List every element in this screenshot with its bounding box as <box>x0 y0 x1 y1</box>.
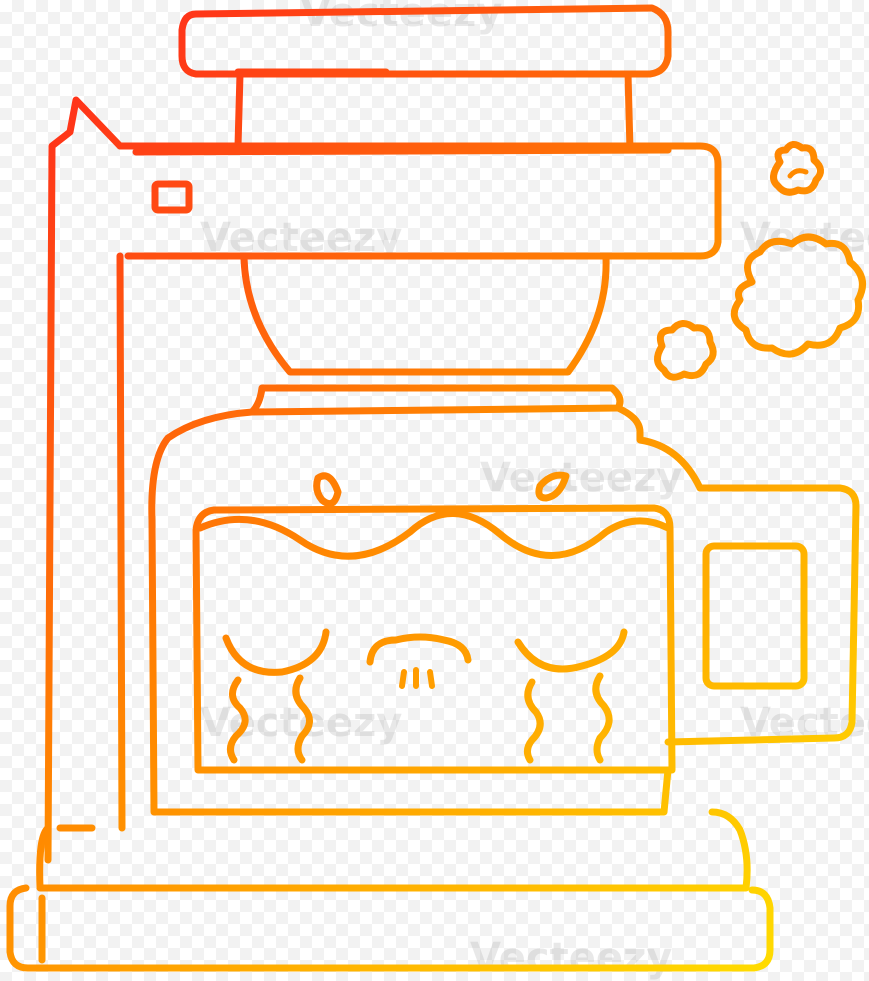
machine-column <box>44 96 124 864</box>
mouth-icon <box>366 633 472 666</box>
tear-icon <box>592 672 613 764</box>
head-seam <box>132 146 672 156</box>
lid-neck <box>234 70 634 154</box>
steam-puff-large <box>730 233 866 358</box>
steam-puff-medium <box>654 320 717 381</box>
tear-icon <box>292 674 313 764</box>
filter-basket <box>240 254 610 376</box>
carafe-handle <box>664 484 860 746</box>
tear-icon <box>227 676 249 764</box>
left-eye-icon <box>222 628 330 676</box>
machine-head <box>116 142 722 260</box>
machine-base <box>6 884 774 972</box>
mouth-teeth <box>399 667 435 689</box>
coffee-window <box>192 504 676 774</box>
right-eyebrow-icon <box>535 471 570 502</box>
tear-icon <box>523 678 544 764</box>
column-inner <box>116 252 126 832</box>
machine-lid <box>178 4 672 78</box>
steam-puff-small <box>770 141 824 196</box>
left-eyebrow-icon <box>313 472 342 508</box>
coffee-wave <box>196 510 672 560</box>
indicator-light <box>151 180 193 214</box>
carafe-lid <box>248 384 624 416</box>
machine-base-upper <box>36 808 751 892</box>
right-eye-icon <box>514 628 628 673</box>
handle-hole <box>702 542 808 690</box>
carafe-body <box>148 408 672 816</box>
carafe-shoulder <box>614 404 704 492</box>
steam-puff-detail <box>787 168 809 179</box>
